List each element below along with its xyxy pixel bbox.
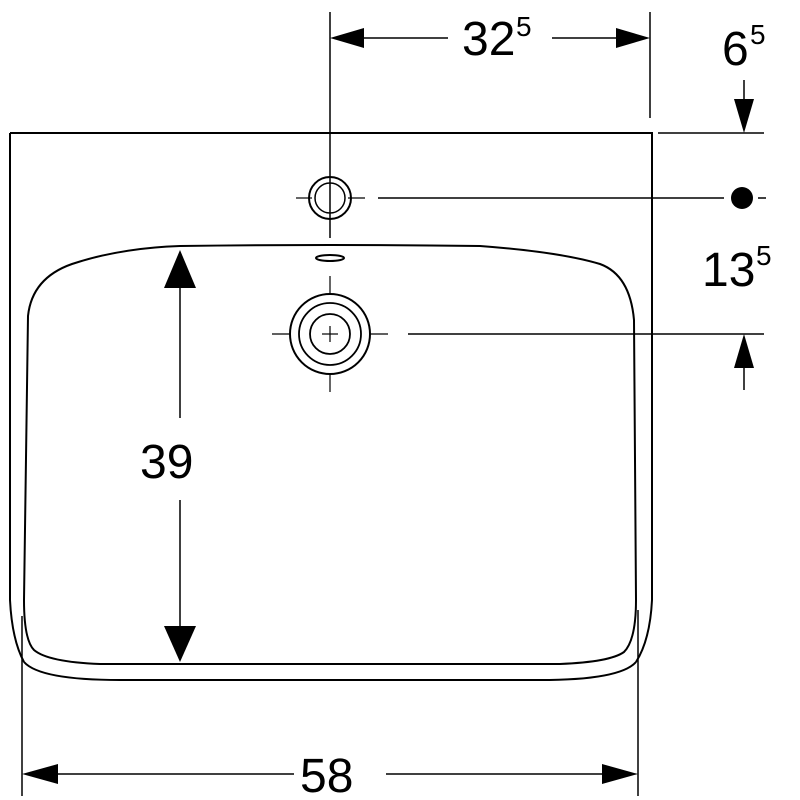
dimension-label-main: 58: [300, 750, 353, 800]
dimension-dot: [731, 187, 753, 209]
basin-inner-bowl: [22, 244, 638, 665]
drain: [272, 276, 388, 392]
basin-outer-outline: [10, 132, 653, 663]
dimension-bowl-depth: 39: [140, 250, 196, 662]
basin-outer-left-side: [9, 133, 25, 663]
arrowhead-left: [330, 28, 364, 48]
arrowhead-left: [22, 764, 58, 784]
overflow-slot: [315, 254, 345, 262]
arrowhead-top: [164, 250, 196, 288]
dimension-overall-width: 58: [21, 610, 639, 800]
drain-ring: [298, 302, 362, 366]
basin-body: [9, 132, 653, 681]
dimension-label-sup: 5: [750, 19, 766, 50]
arrowhead-bottom: [164, 626, 196, 662]
dimension-hole-offset: 13 5: [378, 187, 772, 390]
arrowhead-down: [734, 99, 754, 133]
dimension-label-main: 6: [722, 23, 749, 76]
dimension-top-width: 32 5: [329, 11, 651, 238]
dimension-top-offset: 6 5: [658, 19, 766, 134]
arrowhead-up: [734, 334, 754, 368]
basin-front-rim: [23, 661, 637, 681]
dimension-label-main: 39: [140, 436, 193, 489]
arrowhead-right: [616, 28, 650, 48]
drain-inner: [309, 313, 351, 355]
arrowhead-right: [602, 764, 638, 784]
dimension-label-sup: 5: [516, 11, 532, 42]
dimension-label-main: 13: [702, 244, 755, 297]
dimension-label-main: 32: [462, 13, 515, 66]
dimension-label-sup: 5: [756, 240, 772, 271]
